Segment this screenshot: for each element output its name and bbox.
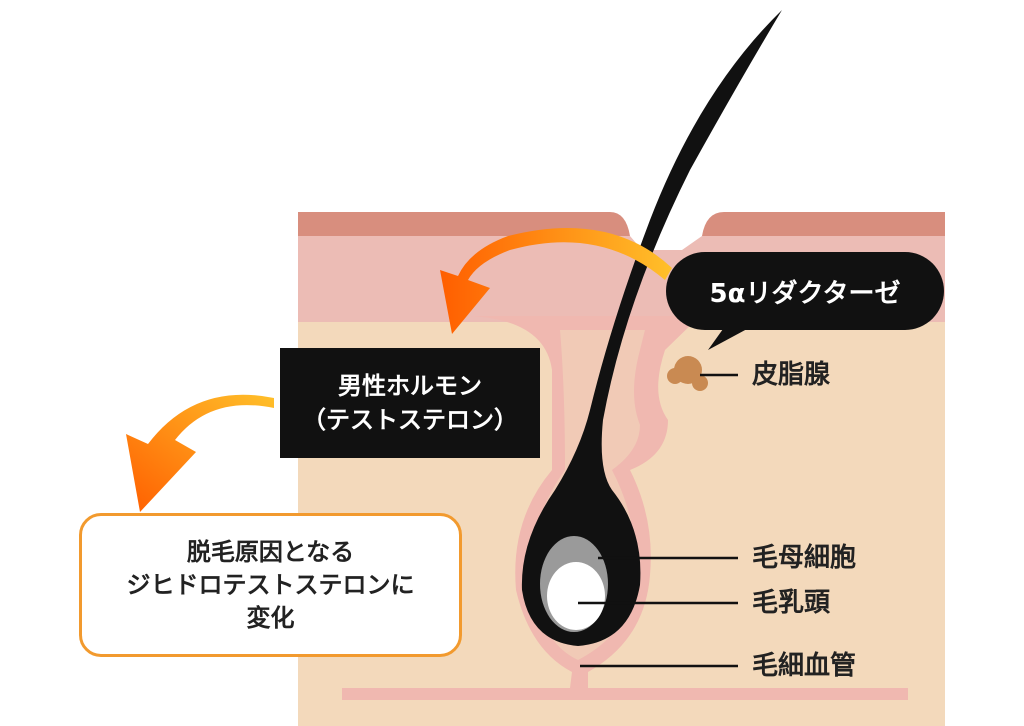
- hormone-label-line1: 男性ホルモン: [338, 372, 482, 400]
- label-sebaceous-gland: 皮脂腺: [752, 360, 831, 390]
- label-dermal-papilla: 毛乳頭: [752, 588, 831, 618]
- enzyme-bubble: 5αリダクターゼ: [666, 252, 944, 330]
- enzyme-label: 5αリダクターゼ: [709, 278, 901, 309]
- label-capillary: 毛細血管: [752, 651, 857, 681]
- arrow-enzyme-to-hormone: [440, 227, 672, 334]
- result-box: 脱毛原因となる ジヒドロテストステロンに 変化: [79, 513, 462, 657]
- label-hair-matrix: 毛母細胞: [752, 543, 857, 573]
- result-line2: ジヒドロテストステロンに: [126, 570, 415, 599]
- result-line1: 脱毛原因となる: [186, 537, 355, 566]
- hormone-label-line2: （テストステロン）: [302, 406, 518, 434]
- skin-surface-right: [702, 212, 945, 236]
- result-line3: 変化: [246, 603, 295, 632]
- hormone-box: 男性ホルモン （テストステロン）: [280, 348, 540, 458]
- arrow-hormone-to-result: [126, 394, 274, 512]
- hair-shaft: [521, 10, 782, 646]
- dermal-papilla: [547, 562, 605, 630]
